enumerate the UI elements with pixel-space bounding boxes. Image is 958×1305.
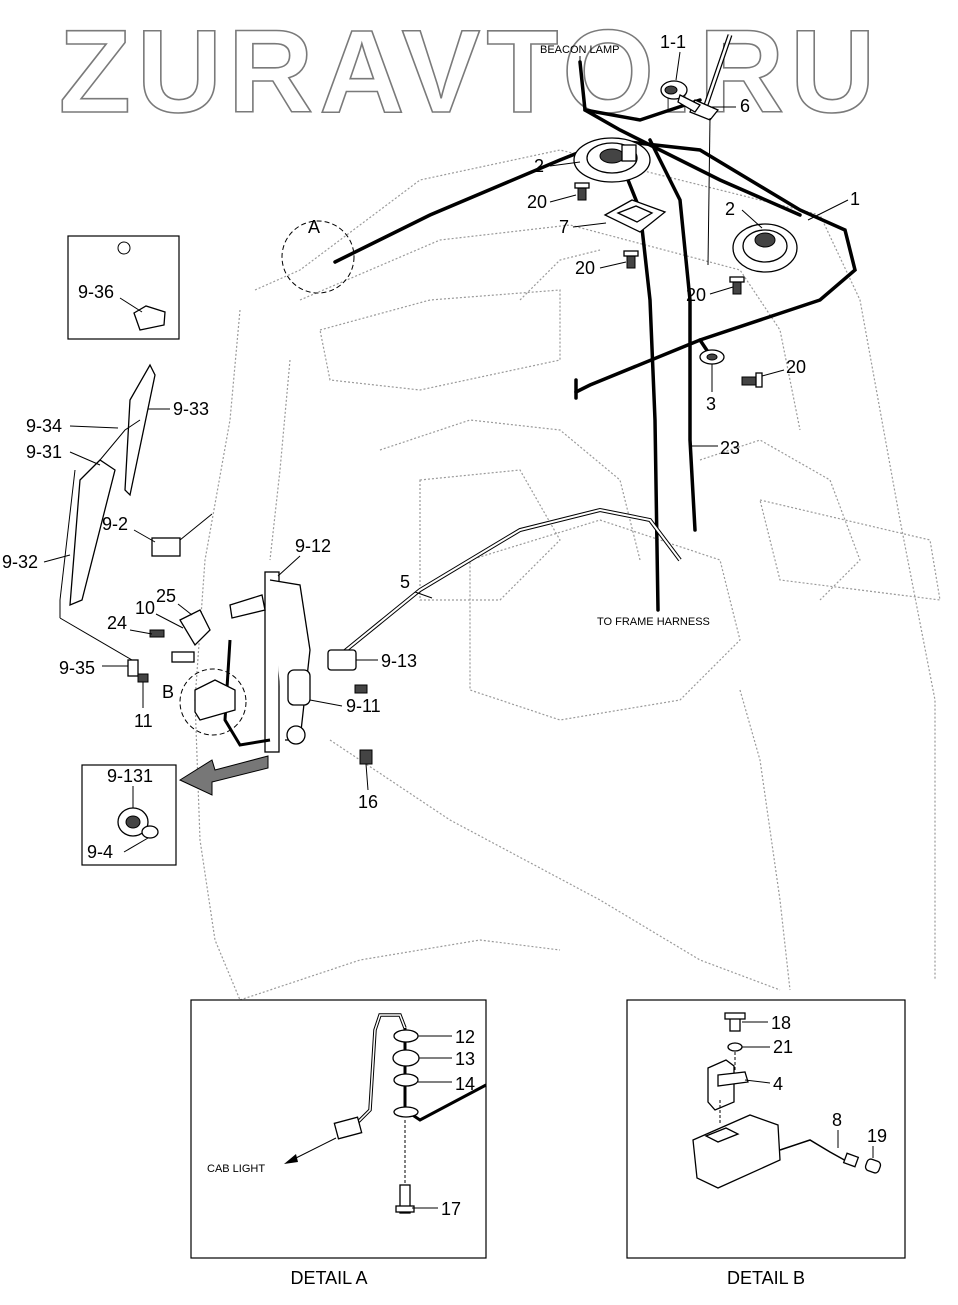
callout-10: 10 — [135, 598, 155, 618]
callout-16: 16 — [358, 792, 378, 812]
callout-9-35: 9-35 — [59, 658, 95, 678]
detail-a-callout-13: 13 — [455, 1049, 475, 1069]
screw-20b — [623, 250, 639, 269]
detail-b-callouts: 18 21 4 8 19 — [742, 1013, 887, 1158]
detail-a-drawing — [284, 1013, 487, 1214]
washer-tank-b — [194, 679, 236, 721]
callout-20c: 20 — [686, 285, 706, 305]
callout-20d: 20 — [786, 357, 806, 377]
callout-20b: 20 — [575, 258, 595, 278]
wiper-motor-bracket — [229, 571, 311, 753]
callout-23: 23 — [720, 438, 740, 458]
callout-2b: 2 — [725, 199, 735, 219]
callout-11: 11 — [134, 711, 153, 731]
speaker-left — [573, 137, 651, 183]
cab-light — [603, 199, 667, 233]
beacon-lamp-label: BEACON LAMP — [540, 44, 619, 56]
callout-9-31: 9-31 — [26, 442, 62, 462]
clamp-3 — [699, 349, 725, 365]
detail-b-callout-21: 21 — [773, 1037, 793, 1057]
callout-9-34: 9-34 — [26, 416, 62, 436]
inset-9-36-hole — [117, 241, 131, 255]
pump-9-131 — [117, 807, 159, 839]
detail-b-marker-circle — [179, 668, 247, 736]
callout-25: 25 — [156, 586, 176, 606]
callout-1: 1 — [850, 189, 860, 209]
callout-6: 6 — [740, 96, 750, 116]
screw-20c — [729, 276, 745, 295]
wiper-linkage — [59, 363, 181, 607]
detail-b-arrow — [178, 755, 269, 796]
detail-b-callout-19: 19 — [867, 1126, 887, 1146]
main-callouts: 1-1 6 2 20 7 2 1 20 20 20 3 23 9-36 9-33… — [2, 32, 860, 862]
detail-b-title: DETAIL B — [727, 1268, 805, 1288]
callout-9-13: 9-13 — [381, 651, 417, 671]
relay-9-13 — [327, 649, 357, 671]
callout-20a: 20 — [527, 192, 547, 212]
callout-9-36: 9-36 — [78, 282, 114, 302]
callout-9-4: 9-4 — [87, 842, 113, 862]
small-parts-left — [127, 609, 373, 765]
inset-9-131-box — [81, 764, 177, 866]
detail-a-callout-14: 14 — [455, 1074, 475, 1094]
detail-b-callout-18: 18 — [771, 1013, 791, 1033]
callout-9-12: 9-12 — [295, 536, 331, 556]
callout-5: 5 — [400, 572, 410, 592]
screw-20a — [574, 182, 590, 201]
detail-a-callout-17: 17 — [441, 1199, 461, 1219]
detail-a-marker-circle — [281, 220, 355, 294]
cab-light-label: CAB LIGHT — [207, 1163, 265, 1175]
callout-9-33: 9-33 — [173, 399, 209, 419]
detail-a-marker-letter: A — [308, 217, 320, 237]
detail-a-callouts: 12 13 14 17 CAB LIGHT — [207, 1027, 475, 1219]
detail-b-marker-letter: B — [162, 682, 174, 702]
callout-1-1: 1-1 — [660, 32, 686, 52]
speaker-right — [732, 223, 798, 273]
detail-a-callout-12: 12 — [455, 1027, 475, 1047]
main-harness — [333, 60, 857, 612]
to-frame-harness-label: TO FRAME HARNESS — [597, 616, 710, 628]
callout-9-2: 9-2 — [102, 514, 128, 534]
watermark-text: ZURAVTO.RU — [59, 6, 882, 138]
callout-7: 7 — [559, 217, 569, 237]
callout-3: 3 — [706, 394, 716, 414]
callout-24: 24 — [107, 613, 127, 633]
screw-20d — [741, 372, 763, 388]
callout-9-11: 9-11 — [346, 696, 381, 716]
detail-b-callout-4: 4 — [773, 1074, 783, 1094]
detail-b-callout-8: 8 — [832, 1110, 842, 1130]
callout-2a: 2 — [534, 156, 544, 176]
cab-ghost-outline — [194, 149, 941, 1001]
detail-b-drawing — [692, 1012, 882, 1189]
detail-a-title: DETAIL A — [290, 1268, 367, 1288]
callout-9-32: 9-32 — [2, 552, 38, 572]
callout-9-131: 9-131 — [107, 766, 153, 786]
washer-hose — [223, 507, 682, 747]
